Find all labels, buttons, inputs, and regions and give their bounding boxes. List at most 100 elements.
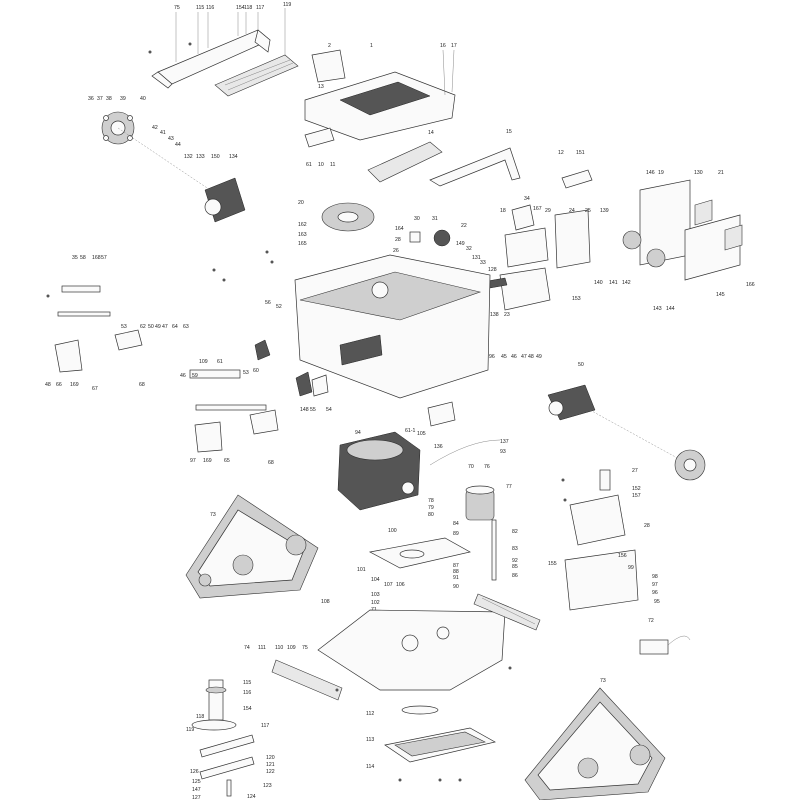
callout-label: 119 — [186, 727, 194, 733]
callout-label: 61 — [306, 162, 312, 168]
callout-label: 37 — [97, 96, 103, 102]
callout-label: 96 — [489, 354, 495, 360]
callout-label: 117 — [256, 5, 264, 11]
callout-label: 12 — [558, 150, 564, 156]
callout-label: 143 — [653, 306, 662, 312]
callout-label: 95 — [654, 599, 660, 605]
callout-label: 116 — [206, 5, 214, 11]
callout-label: 101 — [357, 567, 366, 573]
callout-label: 22 — [461, 223, 467, 229]
battery-and-bracket: 34 167 18 29 24 25 139 140 141 142 143 1… — [500, 196, 755, 312]
callout-label: 109 — [287, 645, 296, 651]
callout-label: 97 — [652, 582, 658, 588]
callout-label: 77 — [506, 484, 512, 490]
blade-spindle-assembly: 115 116 154 118 117 119 120 121 122 126 … — [186, 679, 275, 800]
callout-label: 2 — [328, 43, 331, 49]
callout-label: 105 — [417, 431, 426, 437]
callout-label: 119 — [283, 2, 291, 8]
callout-label: 111 — [258, 645, 266, 651]
shaft-part: 46 59 109 61 60 — [180, 339, 271, 379]
bracket-set: 148 55 54 — [295, 371, 332, 413]
callout-label: 169 — [70, 382, 79, 388]
callout-label: 47 — [521, 354, 527, 360]
callout-label: 38 — [106, 96, 112, 102]
callout-label: 130 — [694, 170, 703, 176]
callout-label: 50 — [578, 362, 584, 368]
callout-label: 49 — [536, 354, 542, 360]
callout-label: 150 — [211, 154, 220, 160]
callout-label: 103 — [371, 592, 380, 598]
callout-label: 59 — [192, 373, 198, 379]
callout-label: 112 — [366, 711, 374, 717]
callout-label: 46 — [511, 354, 517, 360]
callout-label: 89 — [453, 531, 459, 537]
callout-label: 121 — [266, 762, 275, 768]
callout-label: 91 — [453, 575, 459, 581]
callout-label: 50 — [148, 324, 154, 330]
callout-label: 72 — [648, 618, 654, 624]
callout-label: 164 — [395, 226, 404, 232]
callout-label: 115 — [196, 5, 204, 11]
generator: 70 76 77 — [465, 464, 512, 521]
callout-label: 15 — [506, 129, 512, 135]
fuel-tank: 27 152 157 28 — [569, 468, 650, 546]
callout-label: 76 — [484, 464, 490, 470]
callout-label: 157 — [632, 493, 641, 499]
callout-label: 115 — [243, 680, 251, 686]
callout-label: 21 — [718, 170, 724, 176]
callout-label: 45 — [501, 354, 507, 360]
callout-label: 114 — [366, 764, 374, 770]
arm-linkage-upper: 53 62 50 49 47 64 63 — [114, 324, 189, 351]
callout-label: 133 — [196, 154, 205, 160]
callout-label: 132 — [184, 154, 193, 160]
callout-label: 46 — [180, 373, 186, 379]
callout-label: 123 — [263, 783, 272, 789]
callout-label: 126 — [190, 769, 199, 775]
callout-label: 61-1 — [405, 428, 415, 434]
callout-label: 83 — [512, 546, 518, 552]
lower-tray: 112 113 114 — [366, 705, 496, 770]
tank-mount: 156 155 99 98 97 96 95 — [548, 549, 660, 611]
left-linkage: 35 58 168 57 56 52 — [57, 255, 282, 317]
callout-label: 98 — [652, 574, 658, 580]
callout-label: 93 — [500, 449, 506, 455]
callout-label: 80 — [428, 512, 434, 518]
callout-label: 154 — [236, 5, 245, 11]
callout-label: 162 — [298, 222, 307, 228]
callout-label: 142 — [622, 280, 631, 286]
side-grill-lower: 74 111 110 109 75 — [244, 645, 343, 701]
callout-label: 73 — [210, 512, 216, 518]
callout-label: 94 — [355, 430, 361, 436]
callout-label: 17 — [451, 43, 457, 49]
callout-label: 1 — [370, 43, 373, 49]
callout-label: 23 — [504, 312, 510, 318]
engine-mount-plate: 100 — [368, 528, 471, 569]
callout-label: 140 — [594, 280, 603, 286]
callout-label: 113 — [366, 737, 374, 743]
callout-label: 64 — [172, 324, 178, 330]
callout-label: 40 — [140, 96, 146, 102]
callout-label: 86 — [512, 573, 518, 579]
small-bracket: 61 10 11 — [304, 127, 335, 168]
callout-label: 32 — [466, 246, 472, 252]
right-drive-assembly: 96 45 46 47 48 49 50 — [489, 354, 706, 481]
control-panel-assembly: 146 19 130 21 — [622, 170, 743, 281]
callout-label: 68 — [268, 460, 274, 466]
callout-label: 167 — [533, 206, 542, 212]
callout-label: 118 — [244, 5, 252, 11]
callout-label: 35 — [72, 255, 78, 261]
callout-label: 116 — [243, 690, 251, 696]
callout-label: 149 — [456, 241, 465, 247]
callout-label: 151 — [576, 150, 585, 156]
callout-label: 44 — [175, 142, 181, 148]
callout-label: 148 — [300, 407, 309, 413]
callout-label: 36 — [88, 96, 94, 102]
callout-label: 24 — [569, 208, 575, 214]
callout-label: 18 — [500, 208, 506, 214]
callout-label: 48 — [45, 382, 51, 388]
side-grill: 14 — [367, 130, 443, 183]
callout-label: 144 — [666, 306, 675, 312]
callout-label: 28 — [395, 237, 401, 243]
callout-label: 127 — [192, 795, 201, 800]
